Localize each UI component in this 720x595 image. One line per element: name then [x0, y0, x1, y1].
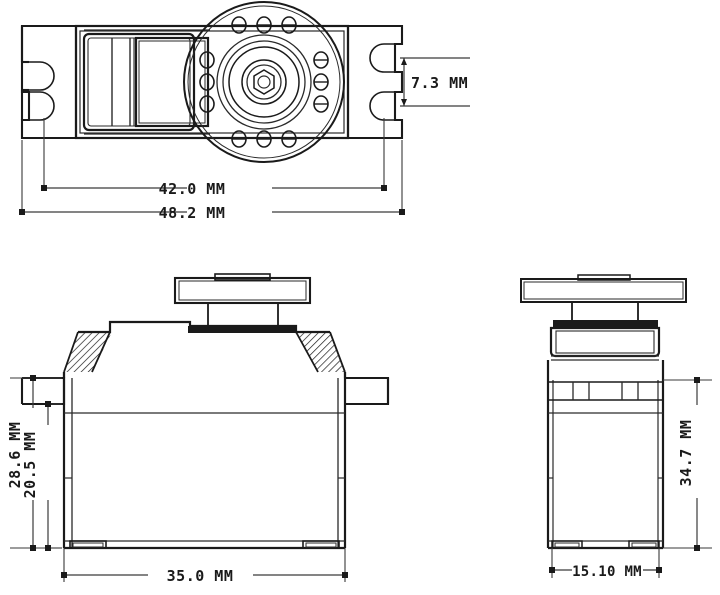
front-lower-body: [62, 372, 347, 550]
side-body: [546, 360, 665, 550]
horn-holes-left: [199, 51, 215, 113]
dimension-lower-height: [45, 401, 62, 551]
side-horn: [520, 274, 687, 322]
dimension-overall-width: [61, 548, 348, 582]
dimension-overall-length: [19, 140, 405, 215]
front-mounting-flange: [20, 376, 390, 406]
top-view: [19, 1, 470, 215]
right-mounting-tab: [346, 24, 404, 140]
dimension-label-overall-width: 35.0 MM: [167, 567, 234, 585]
front-view: [10, 273, 390, 582]
side-gear-housing: [549, 320, 661, 361]
dimension-label-overall-length: 48.2 MM: [159, 204, 226, 222]
dimension-label-lower-height: 20.5 MM: [21, 432, 39, 499]
front-top-case: [62, 320, 347, 378]
side-view: [520, 274, 712, 578]
dimension-tab-thickness: [400, 57, 470, 107]
front-horn: [173, 273, 312, 331]
dimension-label-mount-hole-span: 42.0 MM: [159, 180, 226, 198]
servo-body-plan: [74, 24, 350, 140]
dimension-mount-hole-span: [41, 118, 387, 191]
dimension-label-total-height: 34.7 MM: [677, 420, 695, 487]
dimension-label-tab-thickness: 7.3 MM: [411, 74, 468, 92]
dimension-label-side-width: 15.10 MM: [572, 564, 642, 580]
dimension-total-height: [663, 377, 712, 551]
horn-holes-right: [313, 51, 329, 113]
left-mounting-tab: [20, 24, 78, 140]
output-horn-disc: [183, 1, 345, 163]
horn-holes-bottom: [231, 130, 297, 148]
dimension-label-body-height: 28.6 MM: [6, 422, 24, 489]
dimension-side-width: [549, 548, 662, 578]
horn-holes-top: [231, 16, 297, 34]
